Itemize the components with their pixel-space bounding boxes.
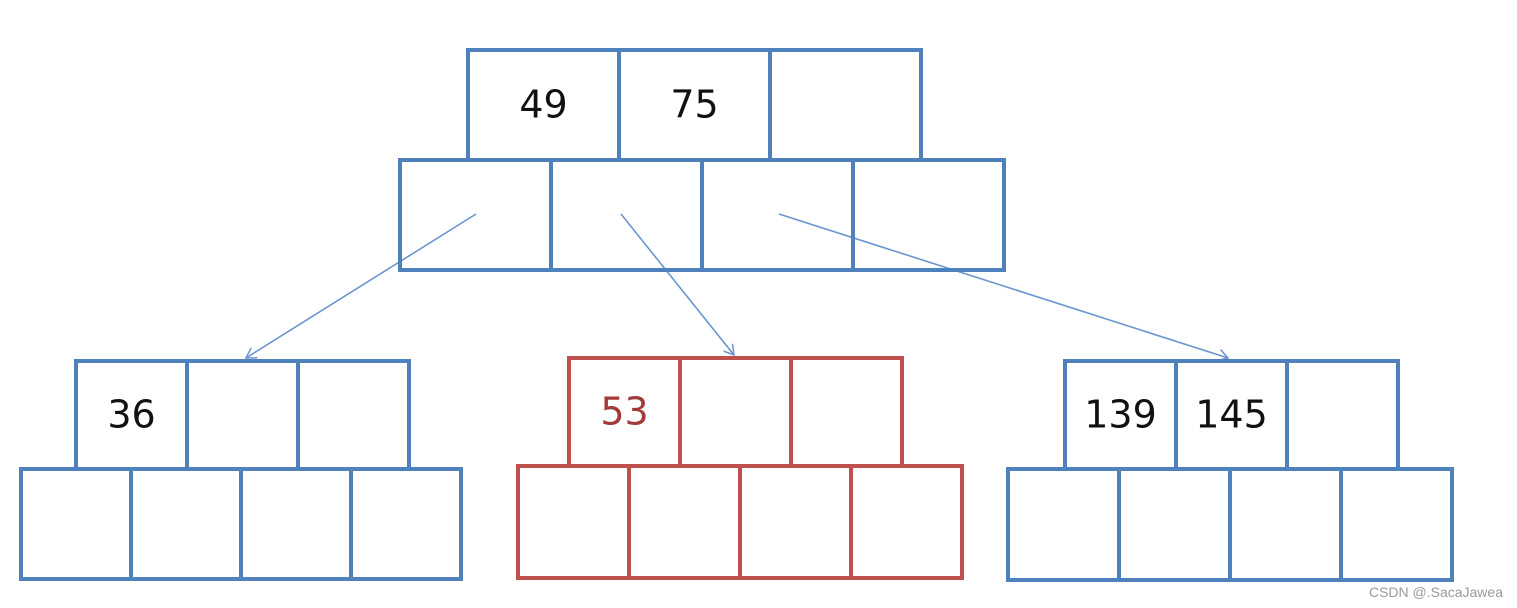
key-cell: [296, 359, 411, 471]
arrow-root-to-middle: [620, 213, 734, 355]
watermark: CSDN @.SacaJawea: [1368, 584, 1503, 600]
key-cell: [617, 48, 772, 162]
key-label: 49: [519, 83, 567, 127]
pointer-cell: [1006, 467, 1121, 582]
node-right: 139 145: [1006, 359, 1454, 582]
pointer-cell: [549, 158, 704, 272]
key-cell: [789, 356, 904, 468]
key-label: 139: [1084, 393, 1157, 437]
key-cell: [678, 356, 793, 468]
key-cell: [768, 48, 923, 162]
key-cell: [567, 356, 682, 468]
node-left: 36: [19, 359, 463, 581]
key-cell: [1285, 359, 1400, 471]
pointer-cell: [516, 464, 631, 580]
tree-nodes: 49 75 36 53 139 145: [19, 48, 1454, 582]
node-root: 49 75: [398, 48, 1006, 272]
pointer-cell: [700, 158, 855, 272]
pointer-cell: [19, 467, 133, 581]
arrow-root-to-left: [246, 213, 477, 358]
pointer-cell: [239, 467, 353, 581]
pointer-cell: [851, 158, 1006, 272]
pointer-cell: [738, 464, 853, 580]
key-label: 145: [1195, 393, 1268, 437]
pointer-cell: [349, 467, 463, 581]
pointer-cell: [627, 464, 742, 580]
pointer-cell: [1228, 467, 1343, 582]
key-cell: [185, 359, 300, 471]
key-label: 75: [670, 83, 718, 127]
key-cell: [74, 359, 189, 471]
pointer-cell: [1339, 467, 1454, 582]
pointer-cell: [1117, 467, 1232, 582]
pointer-cell: [849, 464, 964, 580]
pointer-arrows: [246, 213, 1228, 358]
key-label: 53: [600, 390, 648, 434]
key-cell: [1174, 359, 1289, 471]
pointer-cell: [129, 467, 243, 581]
node-middle: 53: [516, 356, 964, 580]
key-label: 36: [107, 393, 155, 437]
